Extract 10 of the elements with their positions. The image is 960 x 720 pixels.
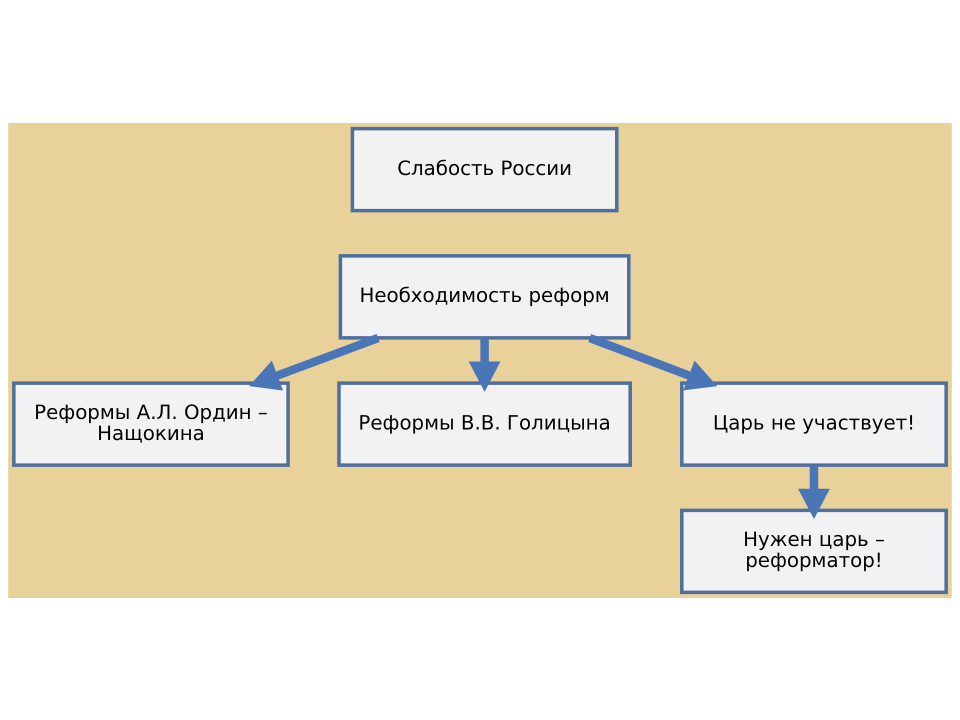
arrow bbox=[588, 334, 718, 390]
node-box: Реформы В.В. Голицына bbox=[337, 380, 632, 466]
arrow bbox=[798, 465, 830, 519]
node-box: Необходимость реформ bbox=[338, 254, 631, 340]
arrow bbox=[249, 334, 380, 390]
node-box: Реформы А.Л. Ордин – Нащокина bbox=[12, 380, 290, 466]
node-box: Слабость России bbox=[350, 126, 619, 212]
node-box: Царь не участвует! bbox=[680, 380, 948, 466]
node-box: Нужен царь – реформатор! bbox=[680, 508, 948, 594]
arrow bbox=[468, 338, 501, 392]
